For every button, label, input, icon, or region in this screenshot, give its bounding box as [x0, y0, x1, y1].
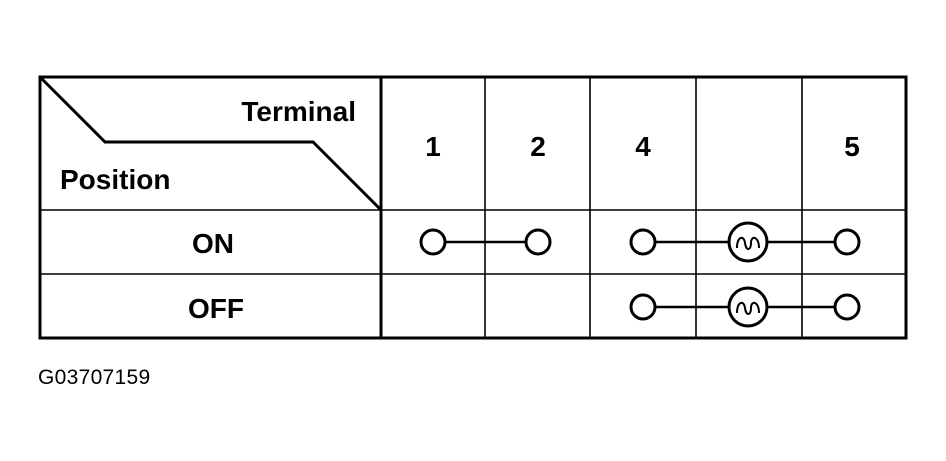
- position-header-label: Position: [60, 164, 170, 195]
- terminal-header-2: 2: [530, 131, 546, 162]
- terminal-circle-4: [629, 228, 657, 256]
- terminal-header-label: Terminal: [241, 96, 356, 127]
- terminal-circle-1: [419, 228, 447, 256]
- continuity-off-4-5: [629, 286, 861, 328]
- terminal-header-1: 1: [425, 131, 441, 162]
- table-border: [38, 75, 908, 340]
- continuity-on-4-5: [629, 221, 861, 263]
- terminal-header-4: 4: [635, 131, 651, 162]
- figure-id-label: G03707159: [38, 366, 151, 389]
- continuity-on-1-2: [419, 228, 552, 256]
- terminal-circle-5: [833, 228, 861, 256]
- table-grid: [38, 75, 908, 340]
- terminal-circle-2: [524, 228, 552, 256]
- header-diagonal: [38, 75, 383, 212]
- terminal-circle-4: [629, 293, 657, 321]
- terminal-header-5: 5: [844, 131, 860, 162]
- terminal-circle-5: [833, 293, 861, 321]
- lamp-icon: [727, 286, 769, 328]
- lamp-icon: [727, 221, 769, 263]
- row-label-off: OFF: [188, 293, 244, 324]
- row-label-on: ON: [192, 228, 234, 259]
